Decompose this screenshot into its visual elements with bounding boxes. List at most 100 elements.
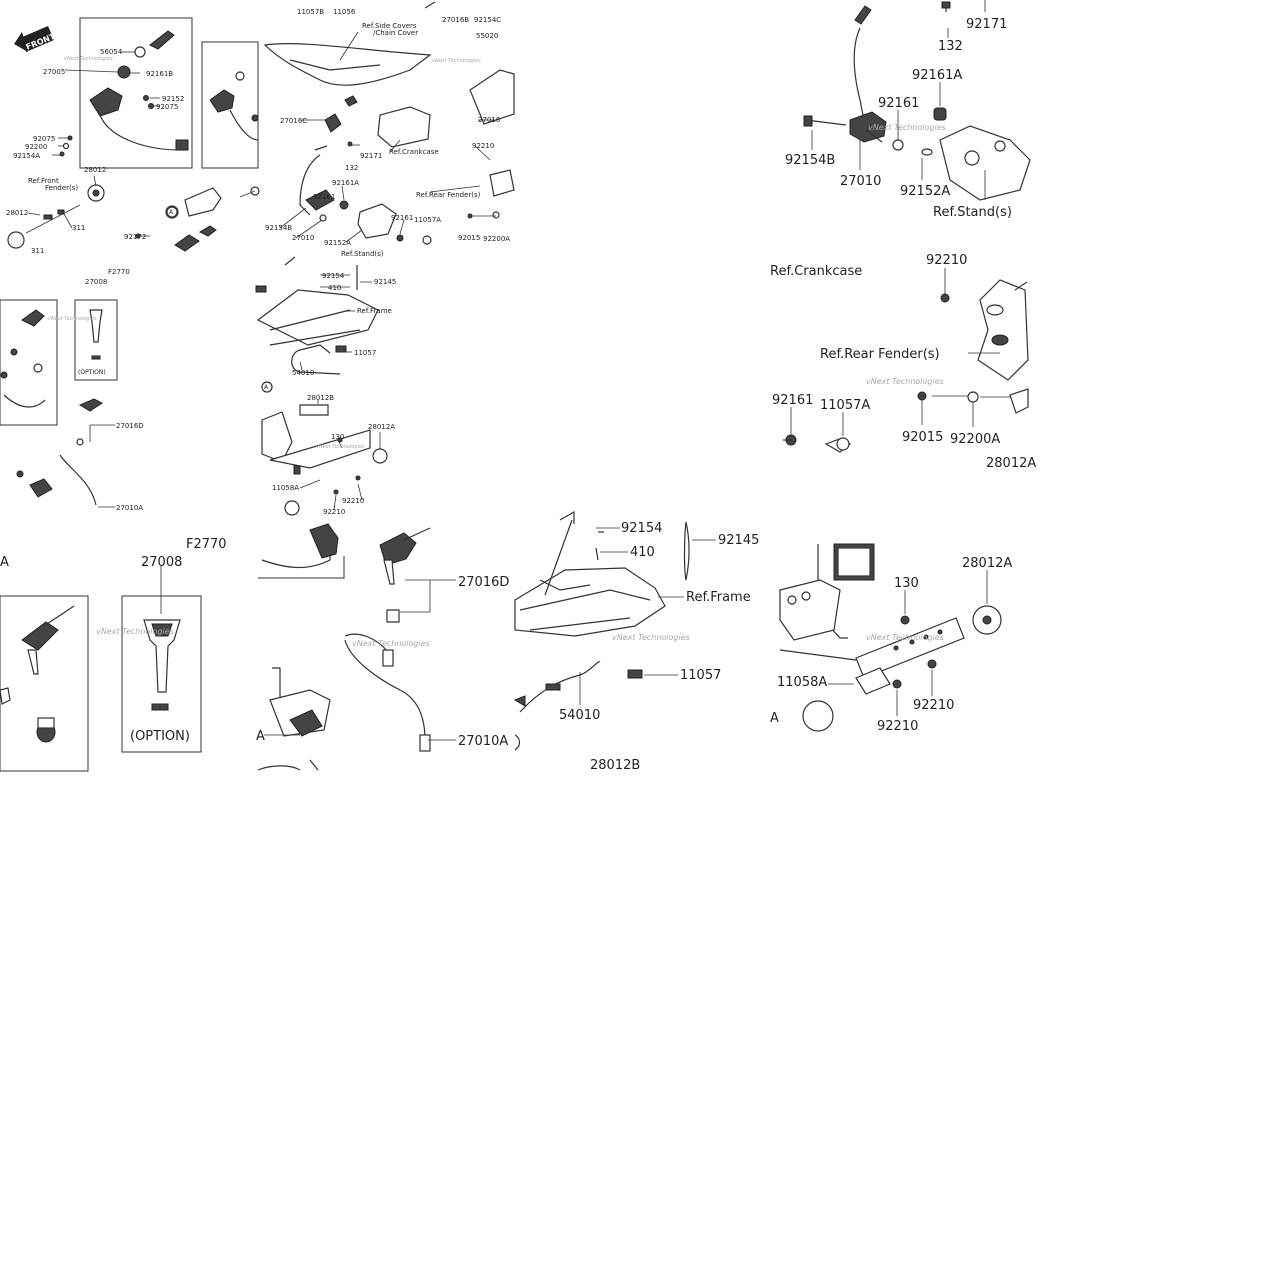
label-27016D: 27016D [458,575,509,590]
label-28012A: 28012A [962,556,1012,571]
label-311-b: 311 [31,247,44,255]
watermark-8: vNext Technologies [352,639,430,648]
ref-side-covers-1: Ref.Side Covers [362,22,417,30]
ref-frame-small: Ref.Frame [357,307,392,315]
label-92171: 92171 [966,17,1007,32]
label-27010A: 27010A [458,734,508,749]
label-410: 410 [630,545,655,560]
zoom-plate-bracket: 130 28012A 11058A 92210 92210 A vNext Te… [770,543,1012,734]
ignition-set-box-2 [0,299,58,426]
watermark-9: vNext Technologies [612,633,690,642]
label-92152: 92152 [162,95,184,103]
zoom-rear-fender: Ref.Crankcase 92210 Ref.Rear Fender(s) 9… [770,253,1036,471]
label-92172: 92172 [124,233,146,241]
label-92171-small: 92171 [360,152,382,160]
option-small: (OPTION) [78,369,106,376]
watermark-2: vNext Technologies [48,316,97,322]
ref-side-covers-2: /Chain Cover [373,29,418,37]
label-27016D-small: 27016D [116,422,144,430]
ignition-set-box [79,17,193,169]
label-92154B-small: 92154B [265,224,292,232]
watermark-6: vNext Technologies [866,377,944,386]
ref-crankcase: Ref.Crankcase [770,264,862,279]
front-arrow-icon [14,26,54,52]
label-92154: 92154 [621,521,662,536]
key-set-box [0,595,89,772]
zoom-key-set: A F2770 27008 (OPTION) 27016D 27010A A v… [0,523,509,772]
label-92152A-small: 92152A [324,239,351,247]
label-130: 130 [894,576,919,591]
label-92015: 92015 [902,430,943,445]
label-92210-small-c: 92210 [323,508,345,516]
label-27008-small: 27008 [85,278,107,286]
label-92075-a: 92075 [156,103,178,111]
label-311-a: 311 [72,224,85,232]
figure-code: F2770 [186,537,227,552]
label-28012B-small: 28012B [307,394,334,402]
label-92161-small-a: 92161 [313,193,335,201]
ref-stand: Ref.Stand(s) [933,205,1012,220]
label-92200A: 92200A [950,432,1000,447]
zoom-frame: 92154 410 92145 Ref.Frame 11057 54010 28… [513,510,759,773]
label-130-small: 130 [331,433,344,441]
label-27010A-small: 27010A [116,504,143,512]
label-92075-b: 92075 [33,135,55,143]
watermark-1: vNext Technologies [64,56,113,62]
ref-crankcase-small: Ref.Crankcase [389,148,439,156]
ref-front-fender-1: Ref.Front [28,177,59,185]
label-92200A-small: 92200A [483,235,510,243]
label-92161-mid: 92161 [772,393,813,408]
label-92161B: 92161B [146,70,173,78]
label-132-small: 132 [345,164,358,172]
label-410-small: 410 [328,284,341,292]
watermark-10: vNext Technologies [866,633,944,642]
zoom-side-stand: 92171 132 92161A 92161 92154B 27010 9215… [785,0,1031,220]
label-28012-a: 28012 [84,166,106,174]
label-11056: 11056 [333,8,356,16]
label-56054: 56054 [100,48,123,56]
label-92154-small: 92154 [322,272,345,280]
seat-lock-box [201,41,259,169]
label-28012B: 28012B [590,758,640,773]
label-92161: 92161 [878,96,919,111]
label-11057-small: 11057 [354,349,376,357]
label-132: 132 [938,39,963,54]
callout-a-bottom: A [256,729,265,744]
label-27008: 27008 [141,555,182,570]
option-key-box [74,299,118,381]
label-27010-small: 27010 [292,234,314,242]
label-28012A-small: 28012A [368,423,395,431]
label-11057B: 11057B [297,8,324,16]
label-92145-small: 92145 [374,278,396,286]
label-92161A: 92161A [912,68,962,83]
label-54010: 54010 [559,708,600,723]
label-27016C: 27016C [280,117,307,125]
label-92015-small: 92015 [458,234,480,242]
overview-diagram: FRONT [0,1,515,516]
label-92161-small-b: 92161 [391,214,413,222]
option-label: (OPTION) [130,729,190,744]
label-11058A: 11058A [777,675,827,690]
label-92210-a: 92210 [913,698,954,713]
ref-front-fender-2: Fender(s) [45,184,78,192]
label-92210-mid: 92210 [926,253,967,268]
watermark-3: vNext Technologies [432,58,481,64]
label-27010: 27010 [840,174,881,189]
watermark-4: vNext Technologies [316,444,365,450]
ref-frame: Ref.Frame [686,590,751,605]
label-f2770-small: F2770 [108,268,130,276]
label-92200: 92200 [25,143,47,151]
callout-a-left: A [0,555,9,570]
label-92145: 92145 [718,533,759,548]
label-27016B: 27016B [442,16,469,24]
label-11057: 11057 [680,668,721,683]
watermark-5: vNext Technologies [868,123,946,132]
label-92154B: 92154B [785,153,835,168]
label-28012A-mid: 28012A [986,456,1036,471]
label-27016-small: 27016 [478,116,501,124]
label-92210-b: 92210 [877,719,918,734]
label-92152A: 92152A [900,184,950,199]
callout-a-right: A [770,711,779,726]
label-92210-small-a: 92210 [472,142,494,150]
